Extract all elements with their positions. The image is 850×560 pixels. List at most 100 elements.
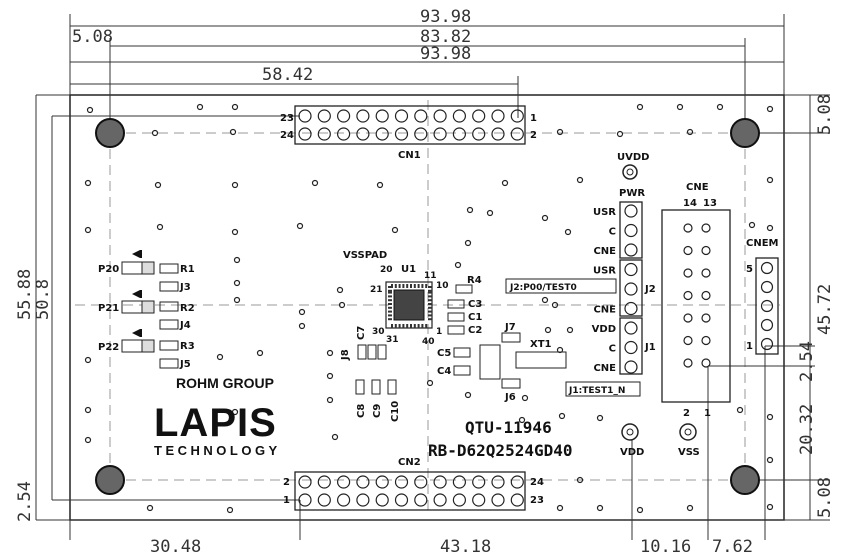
ic-pad <box>402 324 405 328</box>
header-pin <box>317 475 331 489</box>
ic-pad <box>428 286 432 288</box>
jumper-row-label: C <box>609 227 616 238</box>
j2-pin-label: J2:P00/TEST0 <box>509 283 577 293</box>
ic-pad <box>388 286 392 288</box>
ic-pad <box>388 318 392 321</box>
jumper-row-label: CNE <box>593 246 616 257</box>
j5-label: J5 <box>179 359 191 370</box>
cne-pin <box>683 313 693 323</box>
p21-label: P21 <box>98 303 119 314</box>
via <box>766 456 774 464</box>
ic-pad <box>410 284 412 288</box>
jumper-row-label: C <box>609 344 616 355</box>
dim-bottom-1: 30.48 <box>150 537 201 557</box>
via <box>454 261 462 269</box>
rohm-group-logo: ROHM GROUP <box>176 375 274 391</box>
dim-right-pin: 2.54 <box>797 341 817 382</box>
c8-label: C8 <box>356 404 367 418</box>
header-pin <box>491 127 505 141</box>
header-pin <box>452 127 466 141</box>
u1-pin-10: 10 <box>436 281 449 291</box>
via <box>216 353 224 361</box>
header-pin <box>452 475 466 489</box>
via <box>501 179 509 187</box>
xt1-label: XT1 <box>530 339 552 350</box>
via <box>226 506 234 514</box>
via <box>766 105 774 113</box>
jumper-pin <box>624 204 638 218</box>
cnem-connector: CNEM 5 1 <box>746 238 779 355</box>
header-pin <box>472 109 486 123</box>
header-pin <box>356 475 370 489</box>
ic-pad <box>413 324 416 328</box>
via <box>521 394 529 402</box>
vss-label: VSS <box>678 447 700 458</box>
dim-right-lower: 20.32 <box>797 404 817 455</box>
ic-pad <box>391 324 393 328</box>
header-pin <box>491 475 505 489</box>
cn1-pin-24: 24 <box>280 130 294 141</box>
header-pin <box>433 475 447 489</box>
cn2-label: CN2 <box>398 457 421 468</box>
header-pin <box>433 127 447 141</box>
header-pin <box>356 109 370 123</box>
via <box>596 504 604 512</box>
dim-left-holes: 50.8 <box>33 279 53 320</box>
header-pin <box>356 493 370 507</box>
header-pin <box>472 475 486 489</box>
dim-cn1-span: 58.42 <box>262 65 313 85</box>
via <box>766 413 774 421</box>
via <box>336 286 344 294</box>
cnem-label: CNEM <box>746 238 779 249</box>
dim-right-bottom: 5.08 <box>815 477 835 518</box>
via <box>748 221 756 229</box>
via <box>326 372 334 380</box>
cne-pin <box>701 358 711 368</box>
cnem-pin <box>760 337 774 351</box>
via <box>84 356 92 364</box>
ic-pad <box>428 295 432 298</box>
cne-pin <box>701 290 711 301</box>
via <box>486 209 494 217</box>
mounting-holes <box>95 118 760 495</box>
ic-pad <box>410 324 412 328</box>
via <box>596 414 604 422</box>
cn2-pin-1: 1 <box>283 495 290 506</box>
cn1-pin-1: 1 <box>530 113 537 124</box>
header-pin <box>414 475 428 489</box>
via <box>231 228 239 236</box>
u1-pin-1: 1 <box>436 327 442 337</box>
j1-pin-label: J1:TEST1_N <box>568 386 625 396</box>
ic-pad <box>388 291 392 294</box>
via <box>636 103 644 111</box>
j8-label: J8 <box>340 349 351 361</box>
left-leds <box>121 261 179 369</box>
header-pin <box>510 493 524 507</box>
u1-pin-11: 11 <box>424 271 437 281</box>
cne-pin <box>683 290 693 301</box>
ic-pad <box>425 284 428 288</box>
cnem-pin <box>760 318 774 332</box>
cne-pin <box>701 313 711 323</box>
r4-label: R4 <box>467 275 482 286</box>
jumper-pin <box>624 340 638 355</box>
jumper-pin <box>624 262 638 277</box>
cne-pin <box>683 358 693 368</box>
via <box>311 179 319 187</box>
header-pin <box>375 493 389 507</box>
header-pin <box>298 127 312 141</box>
cnem-pin-1: 1 <box>746 341 753 352</box>
vdd-label: VDD <box>620 447 644 458</box>
vsspad-label: VSSPAD <box>343 250 387 261</box>
r1-label: R1 <box>180 264 195 275</box>
ic-pad <box>394 324 397 328</box>
header-pin <box>317 127 331 141</box>
u1-pin-40: 40 <box>422 337 435 347</box>
c5-label: C5 <box>437 348 451 359</box>
via <box>556 504 564 512</box>
via <box>466 206 474 214</box>
via <box>576 476 584 484</box>
cnem-pin-5: 5 <box>746 264 753 275</box>
